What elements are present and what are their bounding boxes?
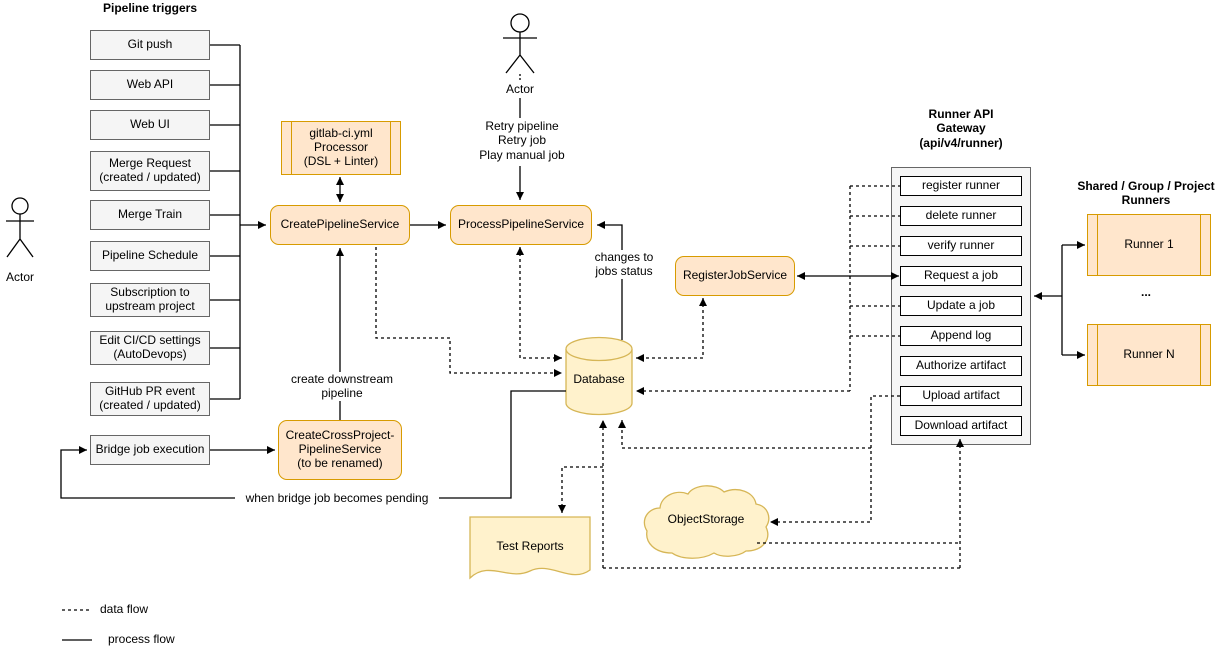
changes-to-jobs-status-annotation: changes to jobs status <box>588 250 660 279</box>
trigger-pipeline-schedule: Pipeline Schedule <box>90 241 210 271</box>
endpoint-download-artifact: Download artifact <box>900 416 1022 436</box>
trigger-edit-cicd: Edit CI/CD settings (AutoDevops) <box>90 331 210 365</box>
runner-n-label: Runner N <box>1123 347 1175 362</box>
when-bridge-job-annotation: when bridge job becomes pending <box>235 491 439 506</box>
trigger-merge-train: Merge Train <box>90 200 210 230</box>
endpoint-upload-artifact: Upload artifact <box>900 386 1022 406</box>
object-storage-label: ObjectStorage <box>667 512 745 526</box>
endpoint-register-runner: register runner <box>900 176 1022 196</box>
gitlab-ci-yml-processor-node: gitlab-ci.yml Processor (DSL + Linter) <box>281 121 401 175</box>
runner-1-label: Runner 1 <box>1124 237 1174 252</box>
create-cross-project-service-node: CreateCrossProject- PipelineService (to … <box>278 420 402 480</box>
runners-ellipsis: ... <box>1140 285 1151 299</box>
actor-top-label: Actor <box>505 82 534 96</box>
pipeline-triggers-heading: Pipeline triggers <box>102 1 198 15</box>
trigger-subscription: Subscription to upstream project <box>90 283 210 317</box>
database-label: Database <box>573 372 625 386</box>
endpoint-request-a-job: Request a job <box>900 266 1022 286</box>
gitlab-ci-yml-processor-label: gitlab-ci.yml Processor (DSL + Linter) <box>303 126 379 168</box>
endpoint-update-a-job: Update a job <box>900 296 1022 316</box>
trigger-web-api: Web API <box>90 70 210 100</box>
process-bar-right <box>1200 215 1201 275</box>
process-bar-left <box>1097 215 1098 275</box>
trigger-web-ui: Web UI <box>90 110 210 140</box>
runners-heading: Shared / Group / Project Runners <box>1077 179 1215 208</box>
process-bar-left <box>291 122 292 174</box>
actor-left-label: Actor <box>5 270 34 284</box>
actor-figure-top <box>503 13 537 82</box>
process-pipeline-service-node: ProcessPipelineService <box>450 205 592 245</box>
endpoint-authorize-artifact: Authorize artifact <box>900 356 1022 376</box>
process-bar-right <box>1200 325 1201 385</box>
endpoint-delete-runner: delete runner <box>900 206 1022 226</box>
trigger-git-push: Git push <box>90 30 210 60</box>
legend-process-flow-label: process flow <box>108 632 175 646</box>
test-reports-label: Test Reports <box>496 539 564 553</box>
retry-annotation: Retry pipeline Retry job Play manual job <box>460 119 584 163</box>
process-bar-right <box>390 122 391 174</box>
register-job-service-node: RegisterJobService <box>675 256 795 296</box>
create-pipeline-service-node: CreatePipelineService <box>270 205 410 245</box>
create-downstream-pipeline-annotation: create downstream pipeline <box>283 372 401 401</box>
endpoint-verify-runner: verify runner <box>900 236 1022 256</box>
legend-data-flow-label: data flow <box>100 602 149 616</box>
actor-figure-left <box>6 197 34 258</box>
runner-api-gateway-title: Runner API Gateway (api/v4/runner) <box>919 107 1003 150</box>
trigger-bridge-job: Bridge job execution <box>90 435 210 465</box>
trigger-github-pr: GitHub PR event (created / updated) <box>90 382 210 416</box>
process-bar-left <box>1097 325 1098 385</box>
runner-1-node: Runner 1 <box>1087 214 1211 276</box>
runner-n-node: Runner N <box>1087 324 1211 386</box>
trigger-merge-request: Merge Request (created / updated) <box>90 151 210 191</box>
endpoint-append-log: Append log <box>900 326 1022 346</box>
